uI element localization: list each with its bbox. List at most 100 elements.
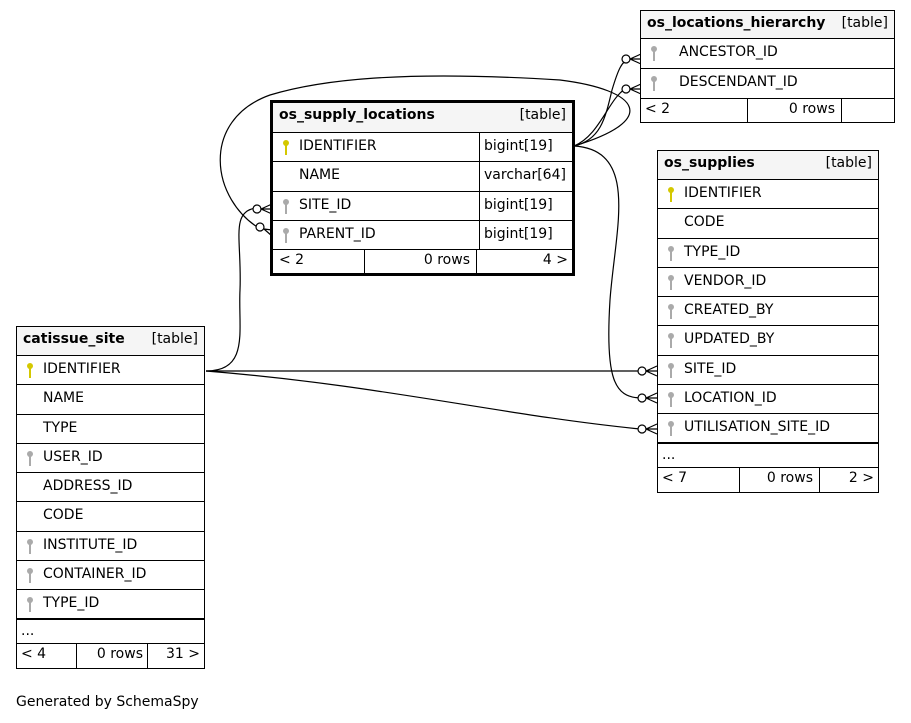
column-row[interactable]: CODE	[17, 502, 204, 532]
edge-marker	[645, 365, 658, 377]
edge-marker	[629, 83, 642, 95]
children-link[interactable]: 2 >	[819, 467, 878, 492]
table-kind: [table]	[825, 155, 872, 171]
more-columns-label: ...	[21, 622, 35, 639]
row-count: 0 rows	[747, 99, 841, 123]
edge-site-to-supply-locations-site	[205, 207, 257, 372]
column-row[interactable]: CODE	[658, 209, 878, 239]
column-name: SITE_ID	[299, 196, 352, 213]
children-link[interactable]	[841, 99, 894, 123]
edge-supply-locations-to-ancestor	[573, 58, 631, 147]
table-os-supplies[interactable]: os_supplies [table] IDENTIFIER CODE TYPE…	[657, 150, 879, 493]
column-name: ADDRESS_ID	[43, 478, 133, 495]
column-row[interactable]: IDENTIFIER bigint[19]	[273, 133, 572, 163]
foreign-key-icon	[668, 333, 674, 349]
table-name[interactable]: os_supply_locations	[279, 107, 435, 123]
table-header: os_supply_locations [table]	[273, 103, 572, 133]
column-row[interactable]: VENDOR_ID	[658, 268, 878, 298]
column-type: varchar[64]	[479, 162, 572, 191]
column-row[interactable]: TYPE_ID	[17, 590, 204, 620]
column-name: TYPE	[43, 419, 78, 436]
edge-marker	[629, 53, 642, 65]
row-count: 0 rows	[364, 250, 476, 275]
parents-link[interactable]: < 2	[279, 252, 305, 269]
column-row[interactable]: ADDRESS_ID	[17, 473, 204, 503]
row-count: 0 rows	[739, 467, 819, 492]
column-row[interactable]: LOCATION_ID	[658, 385, 878, 415]
more-columns[interactable]: ...	[17, 620, 204, 644]
foreign-key-icon	[283, 198, 289, 214]
column-row[interactable]: ANCESTOR_ID	[641, 39, 894, 69]
more-columns[interactable]: ...	[658, 444, 878, 468]
table-name[interactable]: os_locations_hierarchy	[647, 15, 826, 31]
foreign-key-icon	[27, 597, 33, 613]
column-row[interactable]: SITE_ID	[658, 356, 878, 386]
primary-key-icon	[283, 140, 289, 155]
table-footer: < 2 0 rows 4 >	[273, 250, 572, 275]
column-row[interactable]: SITE_ID bigint[19]	[273, 191, 572, 221]
table-os-locations-hierarchy[interactable]: os_locations_hierarchy [table] ANCESTOR_…	[640, 10, 895, 123]
foreign-key-icon	[27, 538, 33, 554]
children-link[interactable]: 4 >	[476, 250, 572, 275]
edge-supply-locations-self-parent	[219, 75, 631, 231]
column-name: SITE_ID	[684, 360, 737, 377]
primary-key-icon	[27, 363, 33, 378]
column-row[interactable]: UTILISATION_SITE_ID	[658, 414, 878, 444]
foreign-key-icon	[668, 421, 674, 437]
foreign-key-icon	[651, 46, 657, 61]
column-name: TYPE_ID	[684, 243, 741, 260]
foreign-key-icon	[668, 362, 674, 378]
column-row[interactable]: NAME varchar[64]	[273, 162, 572, 192]
column-row[interactable]: USER_ID	[17, 444, 204, 474]
column-name: UTILISATION_SITE_ID	[684, 419, 830, 436]
edge-supply-locations-to-supplies-location	[573, 145, 641, 399]
table-catissue-site[interactable]: catissue_site [table] IDENTIFIER NAME TY…	[16, 326, 205, 669]
column-type: bigint[19]	[479, 191, 572, 220]
table-header: catissue_site [table]	[17, 327, 204, 356]
edge-site-to-supplies-utilisation	[205, 370, 641, 430]
parents-link[interactable]: < 2	[645, 101, 671, 117]
generated-by-note: Generated by SchemaSpy	[16, 694, 199, 710]
table-kind: [table]	[151, 331, 198, 347]
column-row[interactable]: PARENT_ID bigint[19]	[273, 220, 572, 251]
more-columns-label: ...	[662, 446, 676, 463]
table-footer: < 2 0 rows	[641, 99, 894, 123]
column-type: bigint[19]	[479, 220, 572, 250]
table-name[interactable]: catissue_site	[23, 331, 125, 347]
column-row[interactable]: INSTITUTE_ID	[17, 532, 204, 562]
table-name[interactable]: os_supplies	[664, 155, 755, 171]
column-row[interactable]: TYPE_ID	[658, 239, 878, 268]
column-row[interactable]: CONTAINER_ID	[17, 561, 204, 591]
row-count: 0 rows	[76, 643, 147, 668]
column-name: VENDOR_ID	[684, 272, 767, 289]
edge-marker	[637, 424, 647, 434]
foreign-key-icon	[668, 274, 674, 290]
column-name: IDENTIFIER	[43, 361, 121, 377]
children-link[interactable]: 31 >	[147, 643, 204, 668]
column-row[interactable]: NAME	[17, 385, 204, 415]
edge-marker	[645, 392, 658, 404]
parents-link[interactable]: < 7	[662, 469, 688, 486]
column-name: CODE	[43, 507, 84, 524]
column-row[interactable]: IDENTIFIER	[17, 356, 204, 386]
edge-marker	[645, 423, 658, 435]
column-name: CREATED_BY	[684, 302, 774, 319]
column-name: UPDATED_BY	[684, 331, 775, 348]
column-row[interactable]: IDENTIFIER	[658, 180, 878, 210]
column-row[interactable]: CREATED_BY	[658, 297, 878, 327]
column-name: USER_ID	[43, 448, 103, 465]
parents-link[interactable]: < 4	[21, 645, 47, 662]
column-row[interactable]: DESCENDANT_ID	[641, 69, 894, 99]
edge-supply-locations-to-descendant	[573, 88, 626, 147]
table-kind: [table]	[519, 107, 566, 123]
column-row[interactable]: TYPE	[17, 415, 204, 444]
column-name: CODE	[684, 214, 725, 231]
table-header: os_locations_hierarchy [table]	[641, 11, 894, 39]
table-os-supply-locations[interactable]: os_supply_locations [table] IDENTIFIER b…	[270, 100, 575, 276]
primary-key-icon	[668, 187, 674, 202]
table-header: os_supplies [table]	[658, 151, 878, 180]
edge-marker	[252, 204, 262, 214]
column-row[interactable]: UPDATED_BY	[658, 326, 878, 356]
foreign-key-icon	[651, 76, 657, 91]
